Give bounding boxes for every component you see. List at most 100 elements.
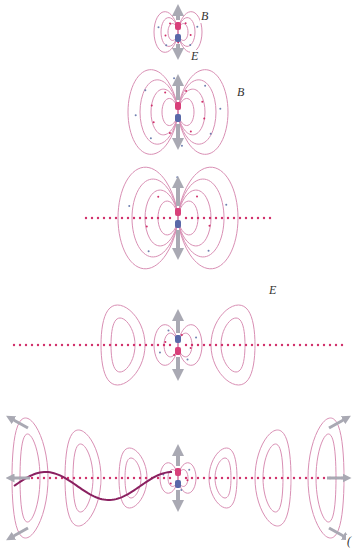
field-dot: [121, 217, 123, 219]
field-line: [178, 463, 196, 493]
field-dot: [181, 145, 183, 147]
field-line: [119, 448, 147, 508]
field-dot: [151, 217, 153, 219]
field-dot: [269, 217, 271, 219]
field-dot: [185, 344, 187, 346]
field-dot: [225, 204, 227, 206]
field-dot: [190, 347, 192, 349]
field-dot: [173, 354, 175, 356]
field-dot: [293, 477, 295, 479]
field-dot: [165, 34, 167, 36]
field-arrow: [176, 124, 180, 144]
field-dot: [139, 217, 141, 219]
field-dot: [185, 90, 187, 92]
charge: [175, 347, 181, 355]
field-dot: [191, 344, 193, 346]
field-label: E: [268, 284, 277, 297]
radiation-stage: [85, 167, 271, 269]
field-dot: [203, 217, 205, 219]
field-line: [73, 444, 93, 512]
field-dot: [37, 477, 39, 479]
field-arrow: [176, 450, 180, 466]
field-dot: [239, 477, 241, 479]
field-label: B: [236, 86, 245, 99]
field-dot: [139, 477, 141, 479]
field-line: [178, 325, 202, 366]
field-arrow: [176, 10, 180, 20]
field-dot: [190, 130, 192, 132]
field-dot: [158, 26, 160, 28]
field-dot: [197, 477, 199, 479]
charge: [175, 220, 181, 228]
charge: [175, 102, 181, 110]
charge: [175, 114, 181, 122]
field-dot: [196, 26, 198, 28]
field-dot: [227, 217, 229, 219]
field-dot: [341, 344, 343, 346]
field-dot: [121, 344, 123, 346]
field-dot: [163, 217, 165, 219]
charge: [175, 468, 181, 476]
field-dot: [145, 477, 147, 479]
propagation-arrow: [329, 418, 347, 428]
field-dot: [329, 344, 331, 346]
field-arrow: [176, 315, 180, 333]
charge: [175, 208, 181, 216]
field-dot: [233, 344, 235, 346]
propagation-arrow: [10, 528, 28, 538]
field-dot: [73, 477, 75, 479]
field-dot: [251, 344, 253, 346]
field-dot: [91, 217, 93, 219]
field-dot: [311, 344, 313, 346]
field-line: [154, 12, 178, 53]
field-dot: [335, 344, 337, 346]
field-dot: [185, 477, 187, 479]
field-dot: [97, 477, 99, 479]
field-dot: [173, 77, 175, 79]
field-dot: [215, 217, 217, 219]
field-dot: [55, 477, 57, 479]
field-dot: [128, 205, 130, 207]
field-dot: [281, 477, 283, 479]
field-dot: [49, 344, 51, 346]
field-line: [154, 325, 178, 366]
radiation-stage: [12, 418, 344, 538]
field-dot: [251, 477, 253, 479]
field-dot: [201, 101, 203, 103]
field-dot: [121, 477, 123, 479]
field-dot: [180, 489, 182, 491]
field-dot: [67, 344, 69, 346]
field-dot: [169, 217, 171, 219]
field-line: [128, 70, 178, 155]
field-dot: [151, 344, 153, 346]
field-dot: [115, 217, 117, 219]
field-dot: [227, 344, 229, 346]
field-dot: [153, 121, 155, 123]
field-line: [263, 444, 283, 512]
field-dot: [185, 217, 187, 219]
field-line: [178, 167, 238, 269]
field-dot: [188, 469, 190, 471]
field-dot: [209, 477, 211, 479]
field-dot: [167, 330, 169, 332]
field-dot: [257, 217, 259, 219]
field-dot: [323, 344, 325, 346]
field-dot: [208, 250, 210, 252]
field-dot: [73, 344, 75, 346]
field-line: [215, 458, 231, 498]
charge: [175, 480, 181, 488]
field-dot: [203, 118, 205, 120]
field-dot: [163, 477, 165, 479]
field-dot: [133, 217, 135, 219]
field-dot: [163, 344, 165, 346]
propagation-arrow: [329, 528, 347, 538]
field-dot: [269, 344, 271, 346]
field-dot: [287, 477, 289, 479]
field-dot: [115, 344, 117, 346]
field-dot: [263, 217, 265, 219]
field-dot: [245, 344, 247, 346]
charge: [175, 34, 181, 42]
field-dot: [109, 217, 111, 219]
field-dot: [299, 477, 301, 479]
